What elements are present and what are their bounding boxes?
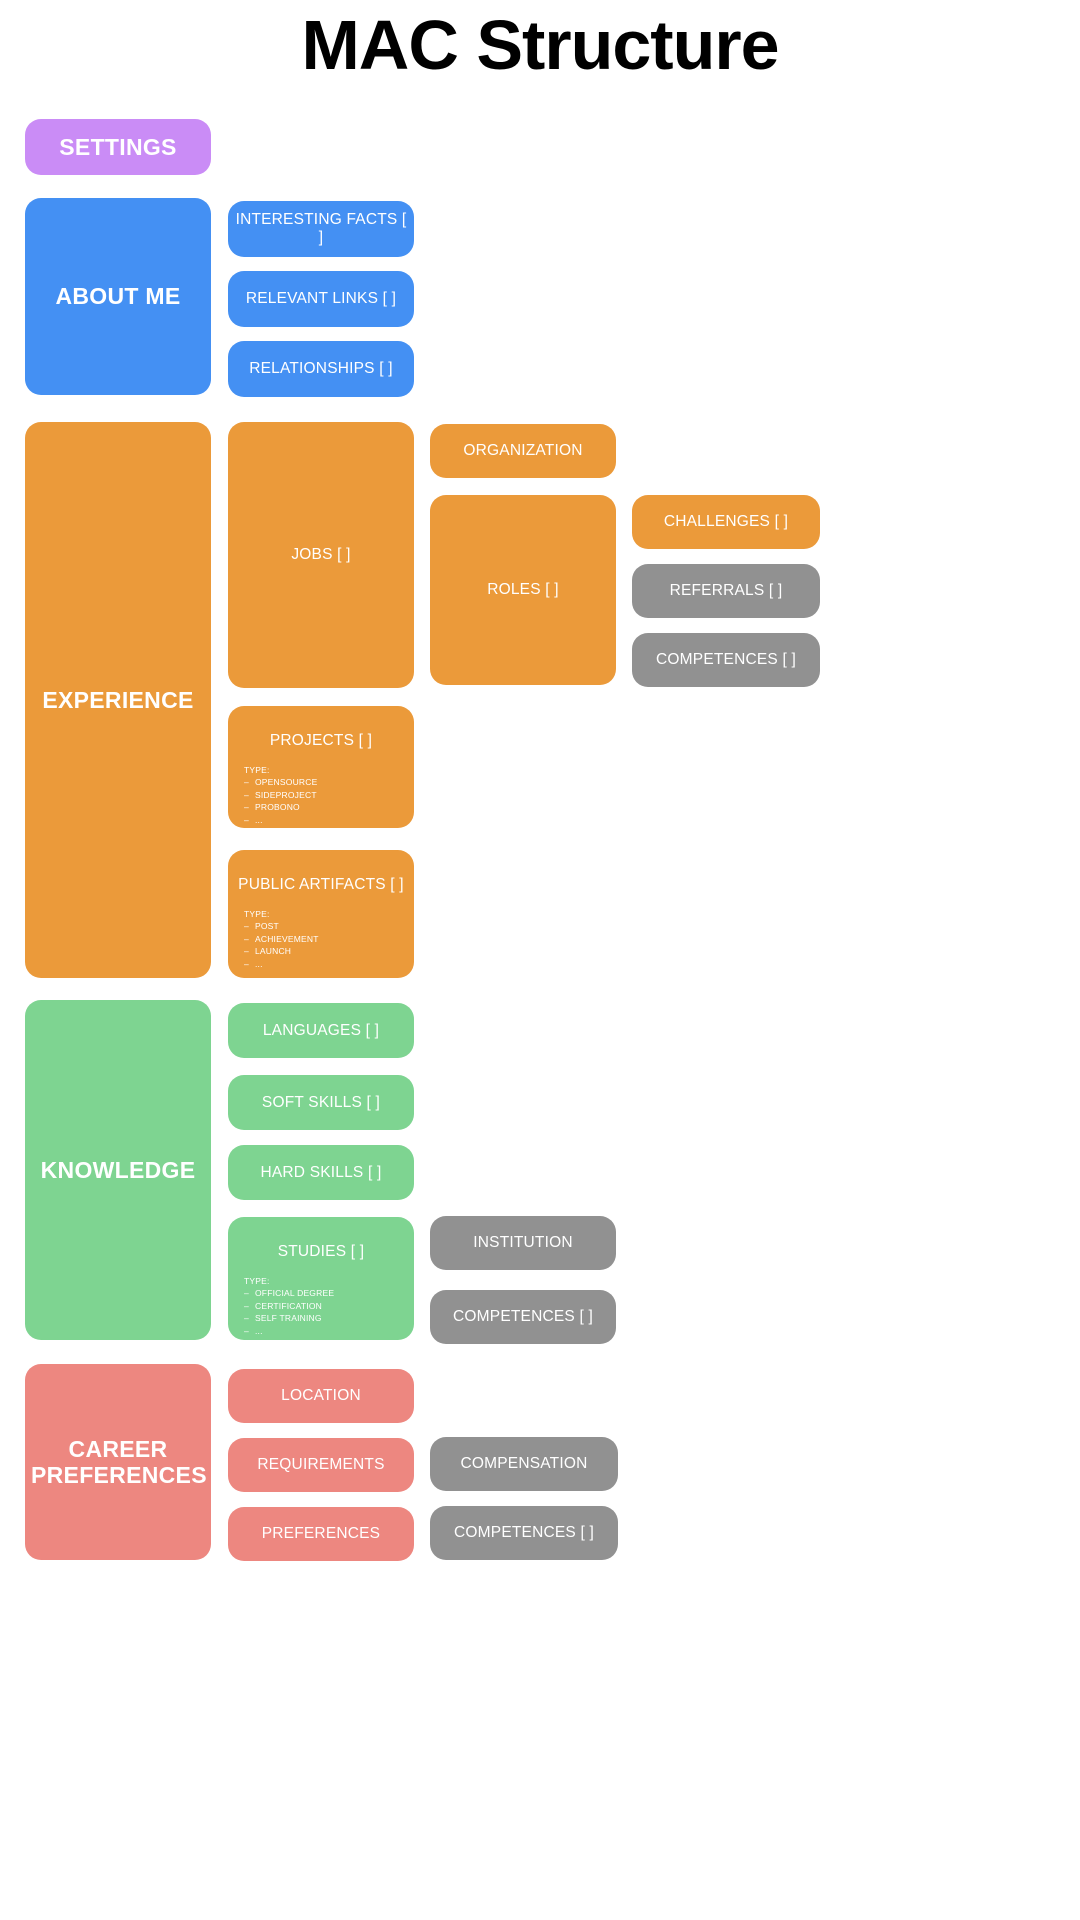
card-soft-skills-label: SOFT SKILLS [ ] (261, 1093, 381, 1111)
studies-type-list: TYPE: –OFFICIAL DEGREE –CERTIFICATION –S… (244, 1275, 414, 1338)
studies-type-item: –OFFICIAL DEGREE (244, 1288, 335, 1299)
page-title: MAC Structure (301, 6, 779, 84)
card-public-artifacts[interactable]: PUBLIC ARTIFACTS [ ] TYPE: –POST –ACHIEV… (228, 850, 414, 978)
card-challenges[interactable]: CHALLENGES [ ] (632, 495, 820, 549)
card-hard-skills-label: HARD SKILLS [ ] (260, 1163, 382, 1181)
card-projects-label: PROJECTS [ ] (269, 732, 373, 749)
section-knowledge[interactable]: KNOWLEDGE (25, 1000, 211, 1340)
card-referrals-label: REFERRALS [ ] (669, 582, 783, 600)
card-soft-skills[interactable]: SOFT SKILLS [ ] (228, 1075, 414, 1130)
projects-type-item: –SIDEPROJECT (244, 789, 317, 800)
card-requirements-label: REQUIREMENTS (257, 1456, 385, 1474)
card-jobs[interactable]: JOBS [ ] (228, 422, 414, 688)
public-artifacts-type-item: –POST (244, 921, 279, 932)
card-interesting-facts[interactable]: INTERESTING FACTS [ ] (228, 201, 414, 257)
card-preferences[interactable]: PREFERENCES (228, 1507, 414, 1561)
card-location-label: LOCATION (281, 1387, 361, 1405)
card-referrals[interactable]: REFERRALS [ ] (632, 564, 820, 618)
section-experience[interactable]: EXPERIENCE (25, 422, 211, 978)
card-compensation[interactable]: COMPENSATION (430, 1437, 618, 1491)
section-career-preferences-label: CAREER PREFERENCES (31, 1435, 207, 1488)
projects-type-item: –... (244, 814, 263, 825)
studies-type-item: –CERTIFICATION (244, 1300, 322, 1311)
card-relevant-links-label: RELEVANT LINKS [ ] (245, 290, 397, 308)
projects-type-heading: TYPE: (244, 764, 270, 775)
projects-type-list: TYPE: –OPENSOURCE –SIDEPROJECT –PROBONO … (244, 764, 414, 827)
card-career-competences[interactable]: COMPETENCES [ ] (430, 1506, 618, 1560)
card-challenges-label: CHALLENGES [ ] (663, 513, 789, 531)
card-relationships-label: RELATIONSHIPS [ ] (249, 360, 393, 378)
projects-type-item: –PROBONO (244, 802, 300, 813)
card-experience-competences-label: COMPETENCES [ ] (656, 651, 796, 669)
card-preferences-label: PREFERENCES (261, 1525, 381, 1543)
card-languages[interactable]: LANGUAGES [ ] (228, 1003, 414, 1058)
public-artifacts-type-item: –ACHIEVEMENT (244, 933, 319, 944)
card-experience-competences[interactable]: COMPETENCES [ ] (632, 633, 820, 687)
public-artifacts-type-heading: TYPE: (244, 908, 270, 919)
card-relationships[interactable]: RELATIONSHIPS [ ] (228, 341, 414, 397)
studies-type-item: –... (244, 1325, 263, 1336)
card-studies-label: STUDIES [ ] (277, 1243, 365, 1260)
section-career-preferences[interactable]: CAREER PREFERENCES (25, 1364, 211, 1560)
studies-type-heading: TYPE: (244, 1275, 270, 1286)
card-relevant-links[interactable]: RELEVANT LINKS [ ] (228, 271, 414, 327)
public-artifacts-type-list: TYPE: –POST –ACHIEVEMENT –LAUNCH –... (244, 908, 414, 971)
card-studies[interactable]: STUDIES [ ] TYPE: –OFFICIAL DEGREE –CERT… (228, 1217, 414, 1340)
section-knowledge-label: KNOWLEDGE (40, 1156, 196, 1183)
public-artifacts-type-item: –... (244, 958, 263, 969)
card-location[interactable]: LOCATION (228, 1369, 414, 1423)
public-artifacts-type-item: –LAUNCH (244, 946, 292, 957)
section-experience-label: EXPERIENCE (42, 686, 194, 713)
card-requirements[interactable]: REQUIREMENTS (228, 1438, 414, 1492)
card-public-artifacts-label: PUBLIC ARTIFACTS [ ] (238, 876, 404, 893)
projects-type-item: –OPENSOURCE (244, 777, 318, 788)
card-institution-label: INSTITUTION (473, 1234, 573, 1252)
card-jobs-label: JOBS [ ] (291, 546, 351, 564)
card-projects[interactable]: PROJECTS [ ] TYPE: –OPENSOURCE –SIDEPROJ… (228, 706, 414, 828)
section-about-me-label: ABOUT ME (55, 283, 181, 310)
card-roles[interactable]: ROLES [ ] (430, 495, 616, 685)
card-institution[interactable]: INSTITUTION (430, 1216, 616, 1270)
card-hard-skills[interactable]: HARD SKILLS [ ] (228, 1145, 414, 1200)
card-career-competences-label: COMPETENCES [ ] (454, 1524, 594, 1542)
card-languages-label: LANGUAGES [ ] (262, 1021, 380, 1039)
card-compensation-label: COMPENSATION (460, 1455, 588, 1473)
card-organization-label: ORGANIZATION (463, 442, 583, 460)
section-about-me[interactable]: ABOUT ME (25, 198, 211, 395)
card-knowledge-competences[interactable]: COMPETENCES [ ] (430, 1290, 616, 1344)
section-settings[interactable]: SETTINGS (25, 119, 211, 175)
card-interesting-facts-label: INTERESTING FACTS [ ] (235, 211, 407, 246)
card-roles-label: ROLES [ ] (487, 581, 559, 599)
section-settings-label: SETTINGS (59, 133, 177, 160)
studies-type-item: –SELF TRAINING (244, 1313, 322, 1324)
card-knowledge-competences-label: COMPETENCES [ ] (453, 1308, 593, 1326)
card-organization[interactable]: ORGANIZATION (430, 424, 616, 478)
